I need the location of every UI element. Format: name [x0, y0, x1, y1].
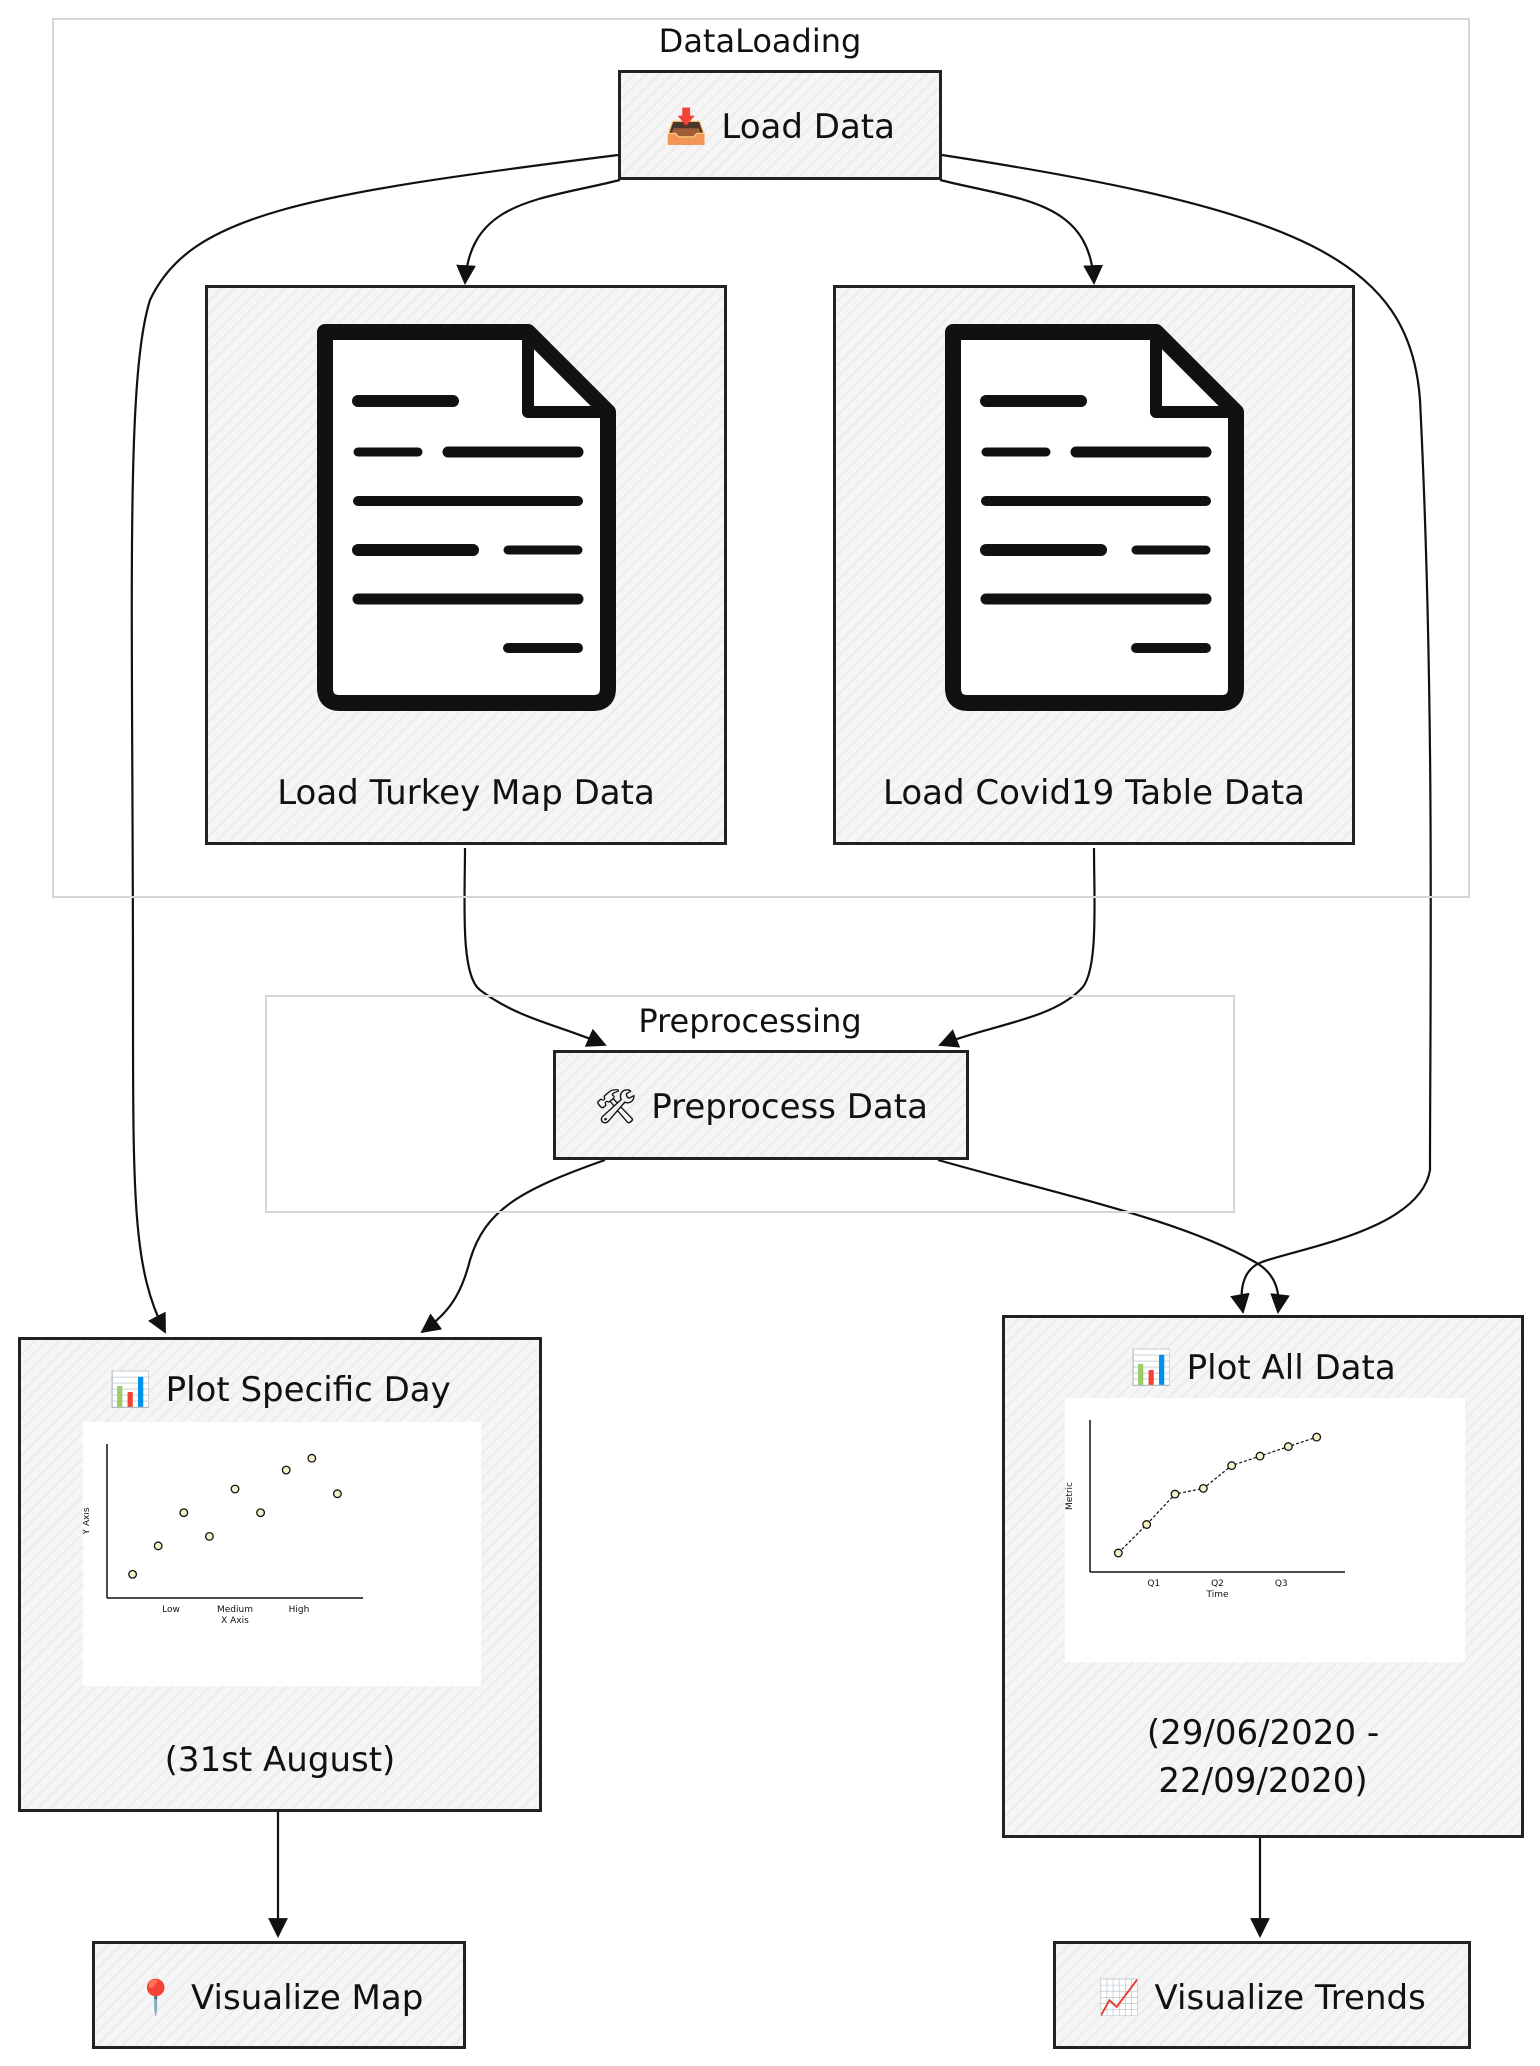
node-load-covid19-table-data[interactable]: Load Covid19 Table Data: [833, 285, 1355, 845]
node-load-turkey-map-data-label: Load Turkey Map Data: [277, 773, 655, 813]
x-tick-label: Medium: [217, 1605, 253, 1615]
y-axis-label: Metric: [1065, 1482, 1075, 1510]
data-point: [1170, 1489, 1180, 1499]
node-load-data-label: Load Data: [721, 107, 895, 147]
data-point: [204, 1531, 214, 1541]
node-visualize-map-label: Visualize Map: [191, 1978, 424, 2018]
group-data-loading: [52, 18, 1470, 898]
node-plot-all-data-caption-line2: 22/09/2020): [1158, 1761, 1368, 1801]
x-tick-label: Q3: [1275, 1579, 1288, 1589]
data-point: [256, 1508, 266, 1518]
data-point: [1113, 1548, 1123, 1558]
edge-load-to-covid: [939, 178, 1104, 285]
data-point: [1227, 1461, 1237, 1471]
data-point: [230, 1484, 240, 1494]
data-point: [332, 1489, 342, 1499]
tools-icon: 🛠: [594, 1087, 638, 1127]
bar-chart-icon: 📊: [1130, 1348, 1173, 1388]
edge-load-to-plot-all: [941, 153, 1432, 1314]
data-point: [128, 1569, 138, 1579]
node-visualize-trends[interactable]: 📈 Visualize Trends: [1053, 1941, 1471, 2049]
node-load-data[interactable]: 📥 Load Data: [618, 70, 942, 180]
node-plot-specific-day-caption: (31st August): [164, 1740, 396, 1780]
data-point: [1255, 1451, 1265, 1461]
edge-preprocess-to-plot-all: [937, 1158, 1290, 1314]
node-plot-specific-day[interactable]: 📊 Plot Specific Day Low Medium High X Axis Y …: [18, 1337, 542, 1812]
bar-chart-icon: 📊: [109, 1370, 152, 1410]
node-preprocess-data[interactable]: 🛠 Preprocess Data: [553, 1050, 969, 1160]
edge-load-to-plot-specific: [130, 153, 619, 1334]
data-point: [1142, 1520, 1152, 1529]
x-tick-label: Q1: [1147, 1579, 1160, 1589]
inbox-tray-icon: 📥: [665, 107, 708, 147]
document-icon: [945, 324, 1244, 711]
node-visualize-trends-label: Visualize Trends: [1154, 1978, 1426, 2018]
data-point: [307, 1453, 317, 1463]
group-preprocessing: [265, 995, 1235, 1213]
node-plot-specific-day-label: Plot Specific Day: [165, 1370, 451, 1410]
data-point: [153, 1541, 163, 1551]
data-point: [1198, 1483, 1208, 1493]
data-point: [281, 1465, 291, 1475]
edge-load-to-turkey: [456, 178, 621, 285]
x-tick-label: Q2: [1211, 1579, 1224, 1589]
scatter-chart: Low Medium High X Axis Y Axis: [82, 1444, 363, 1626]
document-icon: [317, 324, 616, 711]
pin-icon: 📍: [134, 1978, 178, 2018]
edge-covid-to-preprocess: [938, 847, 1096, 1048]
group-preprocessing-title: Preprocessing: [638, 1002, 862, 1040]
group-data-loading-title: DataLoading: [658, 22, 862, 60]
series-line: [1117, 1436, 1317, 1554]
node-preprocess-data-label: Preprocess Data: [651, 1087, 928, 1127]
trend-chart-icon: 📈: [1098, 1978, 1141, 2018]
y-axis-label: Y Axis: [83, 1507, 92, 1535]
node-plot-all-data-label: Plot All Data: [1186, 1348, 1396, 1388]
node-plot-all-data-caption-line1: (29/06/2020 -: [1146, 1713, 1380, 1753]
data-point: [1283, 1442, 1293, 1452]
node-load-covid19-table-data-label: Load Covid19 Table Data: [882, 773, 1306, 813]
node-visualize-map[interactable]: 📍 Visualize Map: [92, 1941, 466, 2049]
edge-preprocess-to-plot-specific: [420, 1158, 606, 1334]
x-axis-label: Time: [1205, 1590, 1228, 1600]
scatter-chart-panel: Low Medium High X Axis Y Axis: [82, 1422, 481, 1686]
x-axis-label: X Axis: [221, 1616, 249, 1626]
x-tick-label: Low: [162, 1605, 180, 1615]
data-point: [179, 1508, 189, 1518]
node-load-turkey-map-data[interactable]: Load Turkey Map Data: [205, 285, 727, 845]
x-tick-label: High: [289, 1605, 310, 1615]
data-point: [1312, 1432, 1322, 1442]
